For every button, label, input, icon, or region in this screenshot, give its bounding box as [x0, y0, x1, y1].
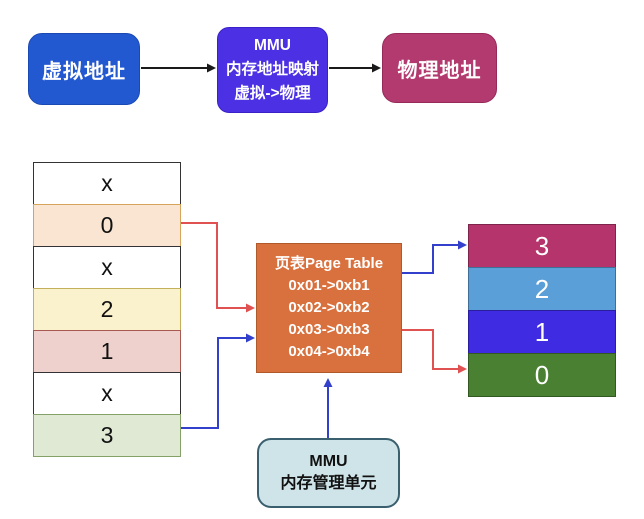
mmu-unit-line1: MMU [309, 453, 348, 470]
physical-address-label: 物理地址 [397, 59, 482, 82]
mmu-translate-line1: MMU [253, 37, 292, 54]
pm-row-label: 3 [534, 230, 550, 261]
pm-row: 2 [468, 267, 616, 311]
page-table-entry: 0x02->0xb2 [288, 299, 370, 316]
vm-row: 2 [33, 288, 181, 331]
mmu-translate-box: MMU 内存地址映射 虚拟->物理 [217, 27, 328, 113]
vm-row-label: x [101, 170, 113, 196]
mmu-translate-line2: 内存地址映射 [225, 61, 319, 78]
physical-memory-table: 3 2 1 0 [468, 224, 616, 397]
page-table-entry: 0x04->0xb4 [288, 343, 370, 360]
vm-row: x [33, 246, 181, 289]
mmu-unit-box: MMU 内存管理单元 [257, 438, 400, 508]
physical-address-box: 物理地址 [382, 33, 497, 103]
vm-row: 0 [33, 204, 181, 247]
vm-row: 3 [33, 414, 181, 457]
connector-vm3-to-pagetable [179, 333, 255, 429]
mmu-unit-line2: 内存管理单元 [280, 475, 377, 492]
vm-row-label: 2 [100, 296, 114, 322]
pm-row-label: 2 [534, 273, 550, 304]
vm-row-label: 3 [100, 422, 114, 448]
connector-pagetable-to-pm3 [402, 240, 467, 274]
mmu-translate-line3: 虚拟->物理 [234, 85, 311, 102]
vm-row: x [33, 372, 181, 415]
connector-pagetable-to-pm0 [402, 329, 467, 374]
page-table-title: 页表Page Table [274, 255, 384, 272]
vm-row-label: 1 [100, 338, 114, 364]
vm-row-label: x [101, 254, 113, 280]
vm-row-label: 0 [100, 212, 114, 238]
virtual-memory-table: x 0 x 2 1 x 3 [33, 162, 181, 457]
vm-row: x [33, 162, 181, 205]
vm-row-label: x [101, 380, 113, 406]
page-table-box: 页表Page Table 0x01->0xb1 0x02->0xb2 0x03-… [256, 243, 402, 373]
virtual-address-label: 虚拟地址 [42, 60, 126, 83]
pm-row: 0 [468, 353, 616, 397]
pm-row-label: 0 [534, 359, 550, 390]
vm-row: 1 [33, 330, 181, 373]
pm-row: 3 [468, 224, 616, 268]
pm-row: 1 [468, 310, 616, 354]
pm-row-label: 1 [534, 316, 550, 347]
page-table-entry: 0x01->0xb1 [288, 277, 370, 294]
page-table-entry: 0x03->0xb3 [288, 321, 370, 338]
connector-vm0-to-pagetable [179, 222, 255, 313]
virtual-address-box: 虚拟地址 [28, 33, 140, 105]
